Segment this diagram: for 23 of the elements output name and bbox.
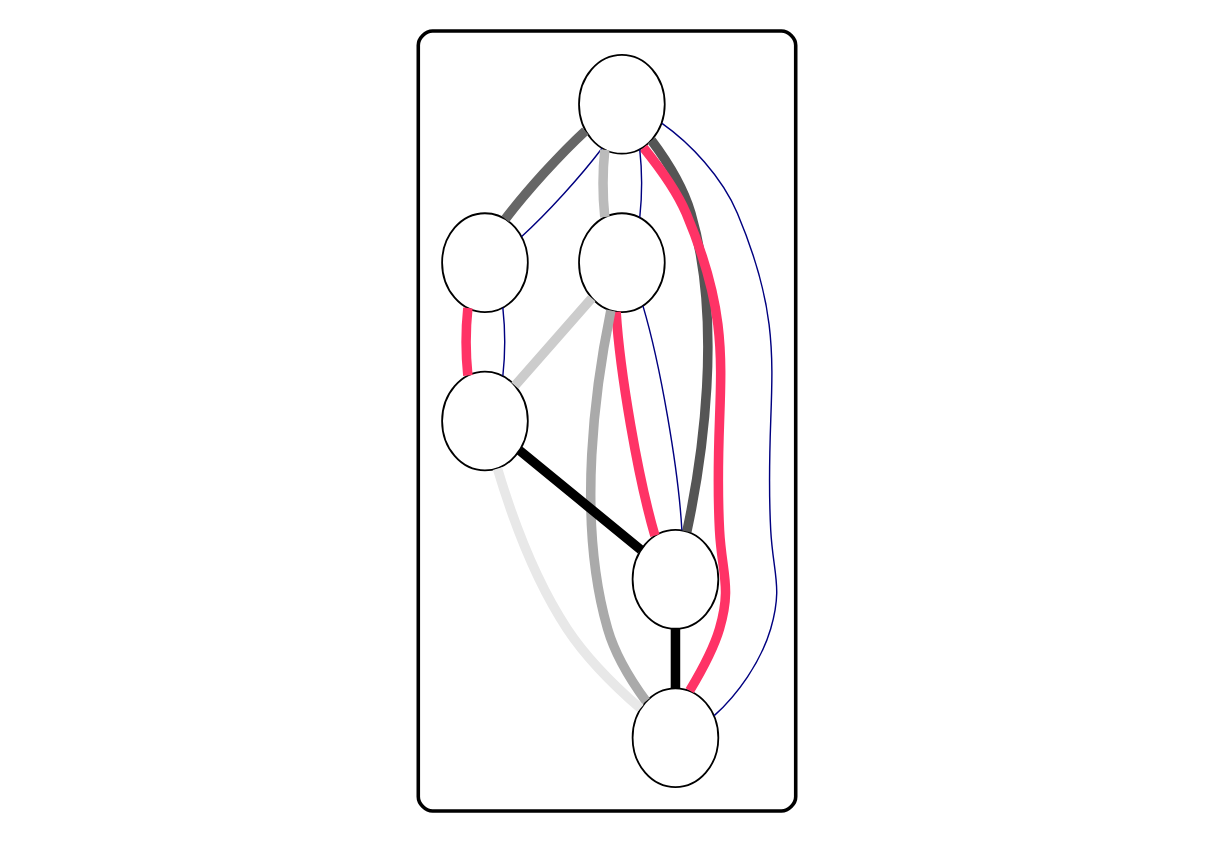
node-ellipse xyxy=(441,212,529,313)
connector xyxy=(639,144,731,694)
node-ellipse xyxy=(631,687,720,788)
connector xyxy=(501,127,589,222)
connector xyxy=(639,148,643,219)
node-ellipse xyxy=(441,370,529,472)
connector xyxy=(511,294,596,389)
connector xyxy=(520,147,603,238)
connector xyxy=(642,305,683,531)
connector xyxy=(492,467,644,712)
node-ellipse xyxy=(578,54,666,155)
node-ellipse xyxy=(578,212,666,313)
connector xyxy=(670,629,681,689)
connector xyxy=(611,311,660,537)
node-ellipse xyxy=(631,529,720,630)
connector xyxy=(661,122,778,717)
cluster xyxy=(416,29,798,813)
connector xyxy=(461,307,473,376)
connector xyxy=(502,307,506,377)
connector xyxy=(598,149,610,218)
connector xyxy=(586,309,650,704)
connector xyxy=(516,446,644,554)
connector xyxy=(647,137,713,533)
